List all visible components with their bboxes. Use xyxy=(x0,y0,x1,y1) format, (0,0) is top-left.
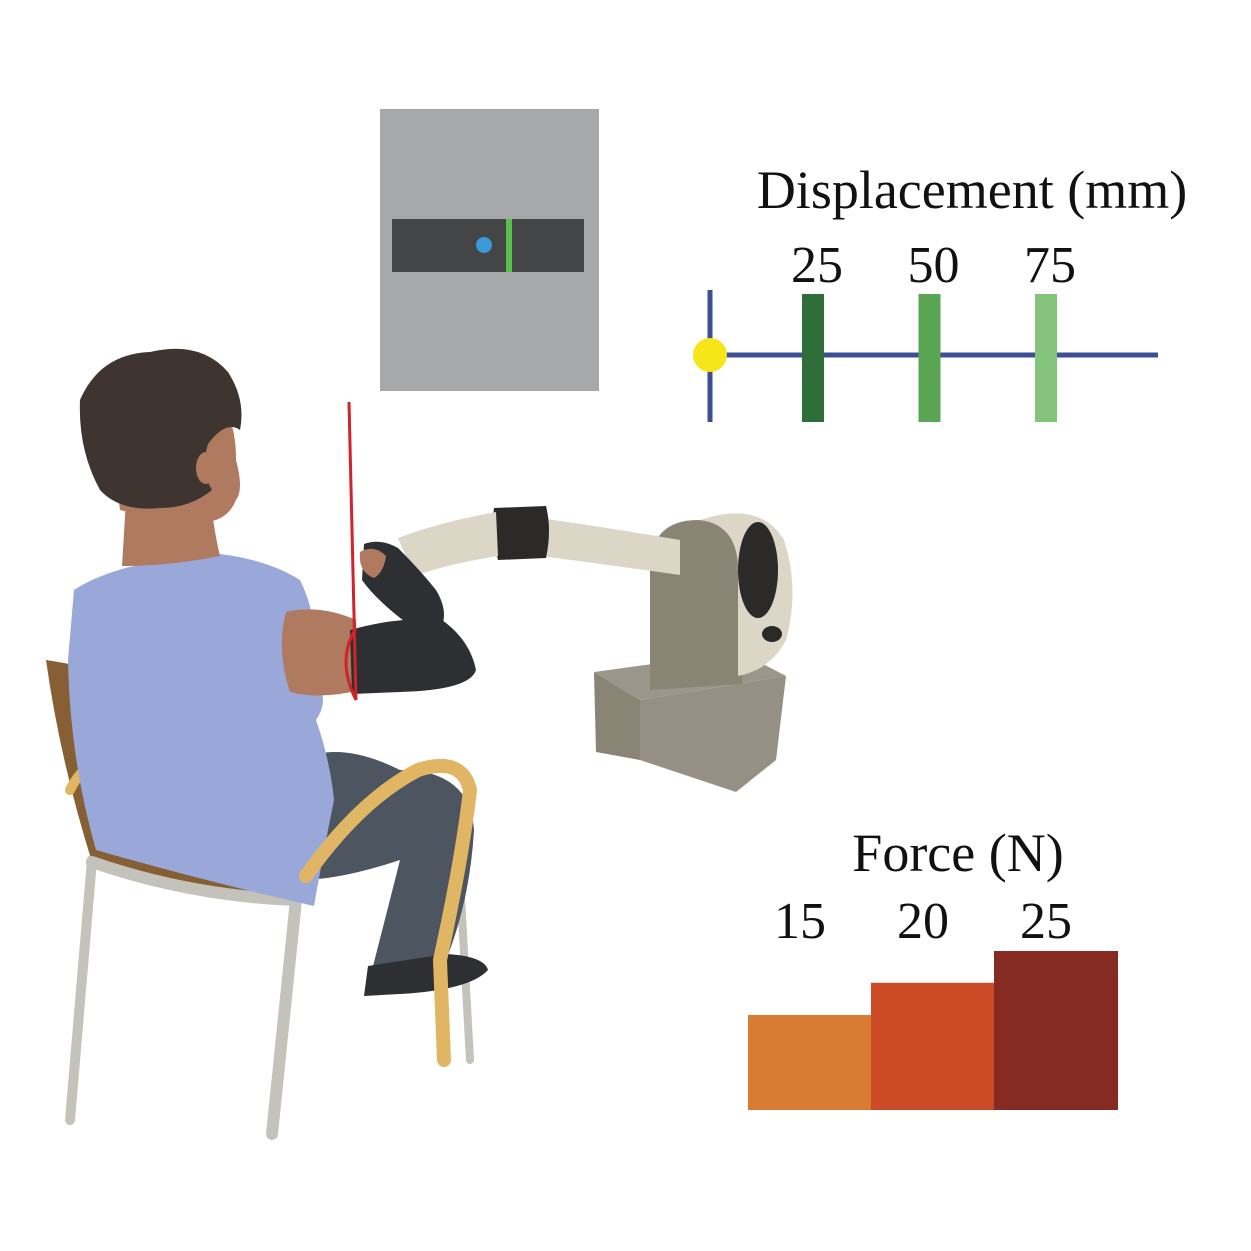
force-title: Force (N) xyxy=(852,823,1063,883)
displacement-marker-50 xyxy=(918,294,941,422)
displacement-label-50: 50 xyxy=(908,237,960,294)
robot-base-front xyxy=(594,672,640,760)
chair-rear-leg xyxy=(65,855,97,1125)
chair-front-frame xyxy=(86,856,302,1140)
monitor-display xyxy=(380,109,599,391)
displacement-title: Displacement (mm) xyxy=(757,160,1187,220)
participant-upper-arm xyxy=(281,609,360,696)
shoulder-reference xyxy=(344,401,358,701)
participant-ear xyxy=(196,452,216,484)
participant-forearm-sleeve xyxy=(350,619,476,694)
robot-elbow-joint xyxy=(492,506,549,560)
participant xyxy=(68,348,488,996)
force-bar-15 xyxy=(748,1015,872,1110)
robot-arm xyxy=(398,506,793,792)
displacement-origin-dot xyxy=(693,338,727,372)
force-label-25: 25 xyxy=(1020,893,1072,950)
displacement-marker-25 xyxy=(802,294,824,422)
force-label-20: 20 xyxy=(897,893,949,950)
displacement-legend: Displacement (mm) 25 50 75 xyxy=(693,160,1187,422)
participant-shirt xyxy=(68,554,334,906)
chair-front xyxy=(299,759,477,1067)
participant-shoe xyxy=(364,954,488,996)
displacement-marker-75 xyxy=(1035,294,1057,422)
robot-base-side xyxy=(640,676,786,792)
force-bar-20 xyxy=(871,982,995,1110)
force-legend: Force (N) 15 20 25 xyxy=(748,823,1118,1110)
participant-trousers xyxy=(300,752,474,970)
force-label-15: 15 xyxy=(774,893,826,950)
target-marker xyxy=(506,219,512,272)
cursor-dot xyxy=(476,237,492,253)
shoulder-reference-line xyxy=(344,401,358,701)
robot-upper-link xyxy=(540,518,680,575)
robot-shoulder-joint xyxy=(738,522,778,618)
force-bar-25 xyxy=(994,951,1118,1110)
chair-armrest-right xyxy=(299,759,477,1067)
participant-fingers xyxy=(359,548,386,578)
robot-forearm-link xyxy=(398,512,498,576)
robot-joint-knob xyxy=(762,626,782,642)
displacement-label-25: 25 xyxy=(791,237,843,294)
displacement-label-75: 75 xyxy=(1024,237,1076,294)
